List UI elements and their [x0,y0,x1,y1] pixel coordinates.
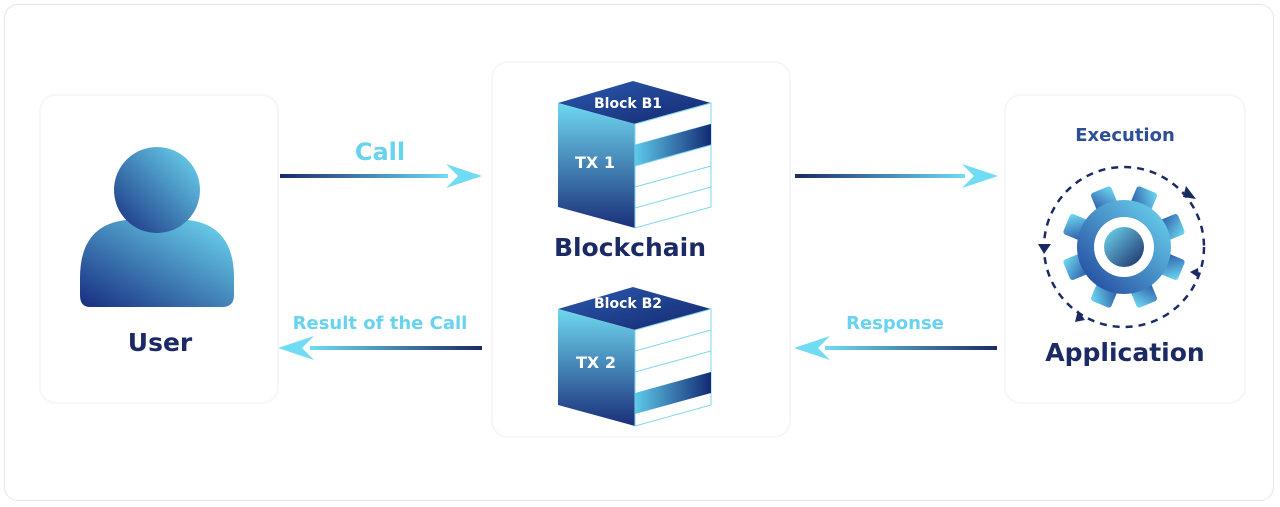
result-label: Result of the Call [292,313,468,334]
block-b1-cube: Block B1 TX 1 [558,81,712,229]
block-b1-name: Block B1 [594,96,662,112]
call-label: Call [354,138,406,166]
block-b2-tx: TX 2 [576,353,616,372]
invoke-arrow [795,164,998,188]
blockchain-label: Blockchain [553,233,707,262]
block-b2-cube: Block B2 TX 2 [558,287,712,427]
user-label: User [127,328,193,357]
result-arrow [278,336,482,360]
application-label: Application [1045,338,1205,367]
response-arrow [794,336,997,360]
user-icon [80,147,234,307]
block-b1-tx: TX 1 [575,153,615,172]
block-b2-name: Block B2 [594,296,662,312]
execution-label: Execution [1075,125,1175,146]
call-arrow [280,164,482,188]
response-label: Response [846,313,944,334]
gear-icon [1063,186,1185,308]
execution-cycle-ring [1038,165,1206,329]
